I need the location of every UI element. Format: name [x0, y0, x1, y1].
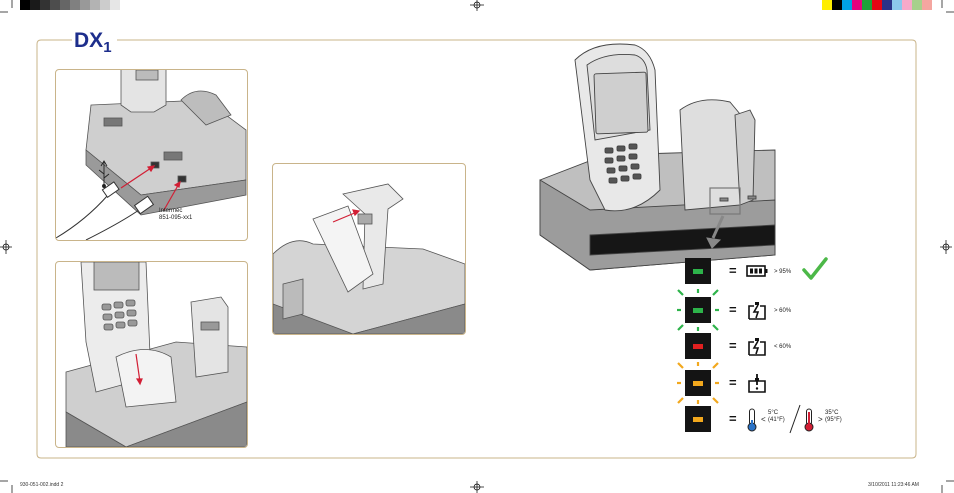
color-swatch: [882, 0, 892, 10]
page-title: DX1: [74, 29, 112, 57]
led-light: [693, 308, 703, 313]
led-light: [693, 381, 703, 386]
cradle-illustration: [539, 43, 776, 271]
footer-right: 3/10/2011 11:23:46 AM: [868, 482, 919, 488]
footer-left: 930-051-002.indd 2: [20, 482, 64, 488]
equals-sign: =: [729, 263, 737, 278]
divider-slash: [789, 404, 801, 434]
high-temp-label: >35°C(95°F): [818, 410, 842, 424]
led-indicator: [677, 362, 719, 404]
charging-icon: [748, 338, 766, 356]
color-swatch: [30, 0, 40, 10]
color-swatch: [912, 0, 922, 10]
equals-sign: =: [729, 411, 737, 426]
color-swatch: [120, 0, 130, 10]
color-swatch: [80, 0, 90, 10]
led-light: [693, 344, 703, 349]
led-light: [693, 417, 703, 422]
color-swatch: [822, 0, 832, 10]
charge-level-label: > 95%: [774, 269, 792, 275]
led-indicator: [685, 333, 711, 359]
color-swatch: [892, 0, 902, 10]
equals-sign: =: [729, 338, 737, 353]
battery-warning-icon: [748, 374, 766, 393]
led-light: [693, 269, 703, 274]
cradle-insert-illustration: [65, 262, 247, 447]
low-temp-label: <5°C(41°F): [761, 410, 785, 424]
color-swatch: [90, 0, 100, 10]
led-indicator: [685, 258, 711, 284]
led-bar: [589, 224, 776, 256]
color-swatch: [842, 0, 852, 10]
color-swatch: [852, 0, 862, 10]
color-swatch: [872, 0, 882, 10]
color-swatch: [110, 0, 120, 10]
charge-level-label: < 60%: [774, 344, 792, 350]
battery-full-icon: [746, 265, 768, 277]
led-indicator: [677, 289, 719, 331]
panel-insert-device: [55, 261, 248, 448]
color-swatch: [902, 0, 912, 10]
checkmark-icon: [802, 257, 828, 280]
usb-icon: [98, 160, 110, 188]
blink-rays-icon: [677, 289, 719, 331]
thermometer-icon: [804, 408, 814, 432]
color-swatch: [862, 0, 872, 10]
color-swatch: [50, 0, 60, 10]
panel-attach-adapter: [272, 163, 466, 335]
thermometer-icon: [747, 408, 757, 432]
adapter-illustration: [273, 183, 465, 334]
color-swatch: [832, 0, 842, 10]
color-swatch: [60, 0, 70, 10]
charging-icon: [748, 302, 766, 320]
equals-sign: =: [729, 302, 737, 317]
color-swatch: [20, 0, 30, 10]
cradle-rear-illustration: [56, 70, 247, 240]
led-indicator: [685, 406, 711, 432]
color-swatch: [100, 0, 110, 10]
color-swatch: [40, 0, 50, 10]
color-swatch: [922, 0, 932, 10]
charge-level-label: > 60%: [774, 308, 792, 314]
blink-rays-icon: [677, 362, 719, 404]
color-swatch: [70, 0, 80, 10]
equals-sign: =: [729, 375, 737, 390]
